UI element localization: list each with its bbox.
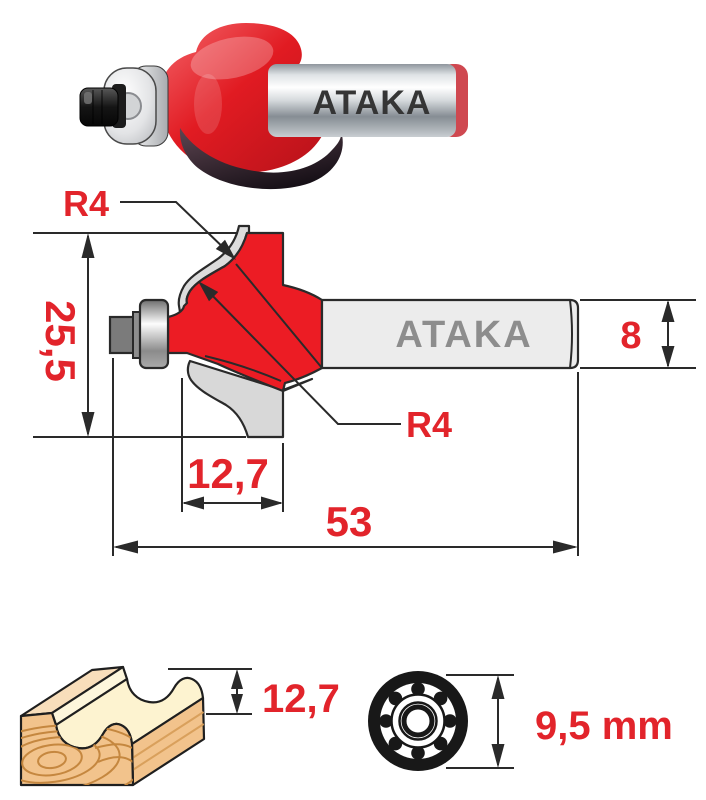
screw-drawing xyxy=(108,315,138,355)
shank-photo xyxy=(268,64,456,137)
cutting-edge-line xyxy=(235,263,323,369)
radius-top-label: R4 xyxy=(63,183,109,224)
technical-drawing: ATAKA 25,5 53 12,7 8 R4 xyxy=(33,183,696,556)
flute-step-line xyxy=(204,355,282,382)
cutter-sweep-silhouette xyxy=(186,359,285,439)
bearing-diameter-label: 9,5 mm xyxy=(535,704,673,748)
body-highlight xyxy=(190,36,274,80)
shank-drawing xyxy=(320,298,580,370)
bit-body-drawing xyxy=(166,231,324,393)
bearing-balls xyxy=(379,682,457,760)
wood-grain-rings xyxy=(21,724,133,785)
shank-end-chamfer xyxy=(569,299,573,369)
cutting-length-label: 12,7 xyxy=(187,450,269,497)
body-highlight-2 xyxy=(194,74,222,134)
bearing-illustration: 9,5 mm xyxy=(368,671,673,771)
bearing-bore xyxy=(401,704,435,738)
bearing-drawing xyxy=(138,298,170,370)
product-photo: ATAKA xyxy=(79,23,468,190)
shank-diameter-label: 8 xyxy=(620,315,641,357)
radius-bottom-label: R4 xyxy=(406,404,452,445)
overall-length-label: 53 xyxy=(326,498,373,545)
photo-brand-text: ATAKA xyxy=(313,84,432,122)
profile-height-label: 12,7 xyxy=(262,677,340,721)
wood-profile-illustration: 12,7 xyxy=(19,665,340,787)
cutter-blade-shadow xyxy=(179,128,343,190)
cutting-diameter-label: 25,5 xyxy=(37,300,84,382)
drawing-brand-text: ATAKA xyxy=(395,314,532,356)
